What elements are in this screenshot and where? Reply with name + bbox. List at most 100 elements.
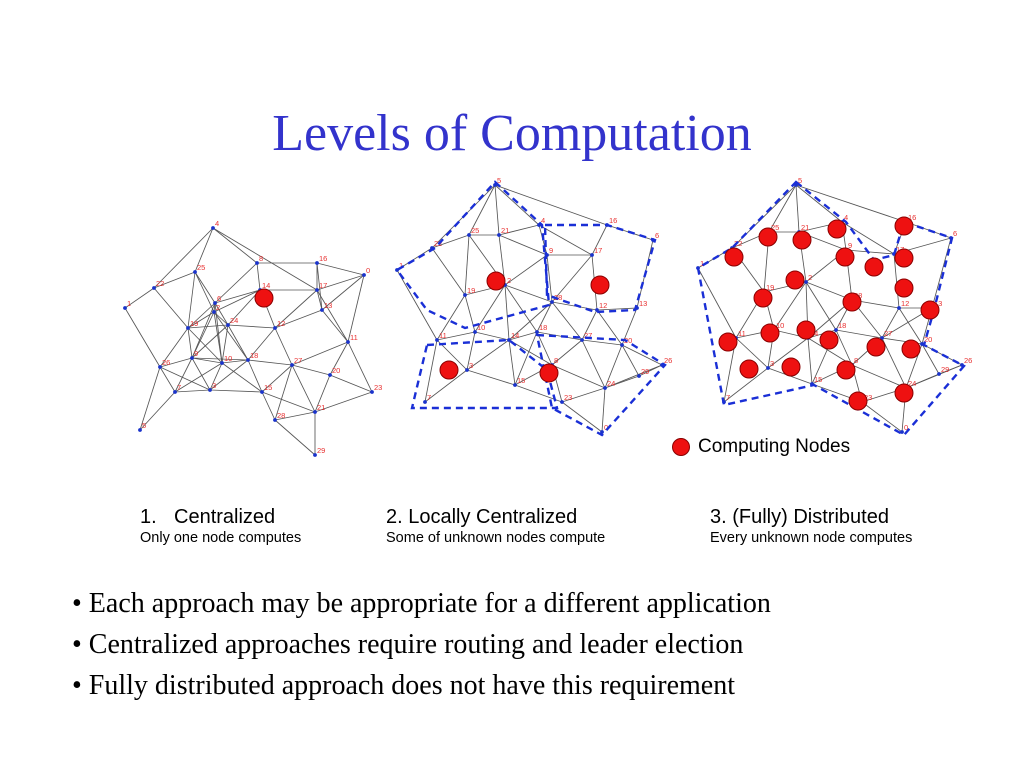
network-edge — [261, 364, 293, 393]
cluster-boundary — [535, 333, 667, 437]
network-edge — [807, 337, 813, 385]
network-edge — [581, 339, 606, 389]
node-id-label: 14 — [262, 281, 270, 290]
caption-centralized-description: Only one node computes — [140, 530, 302, 546]
computing-node — [835, 247, 855, 267]
cluster-boundary — [410, 338, 559, 410]
network-edge — [591, 224, 608, 256]
network-edge — [424, 369, 468, 403]
network-edge — [551, 254, 593, 303]
network-edge — [159, 366, 176, 393]
network-edge — [321, 274, 365, 311]
node-id-label: 1 — [399, 261, 403, 270]
sensor-node — [220, 361, 224, 365]
network-edge — [212, 227, 318, 291]
node-id-label: 9 — [848, 241, 852, 250]
network-edge — [807, 337, 853, 366]
node-id-label: 19 — [467, 286, 475, 295]
network-edge — [835, 329, 853, 366]
node-id-label: 0 — [604, 423, 608, 432]
network-edge — [508, 301, 553, 341]
node-id-label: 6 — [655, 231, 659, 240]
node-id-label: 25 — [197, 263, 205, 272]
node-id-label: 23 — [864, 393, 872, 402]
node-id-label: 20 — [332, 366, 340, 375]
node-id-label: 15 — [814, 375, 822, 384]
network-edge — [898, 307, 923, 345]
cluster-boundary — [543, 223, 657, 314]
network-edge — [213, 311, 223, 364]
network-edge — [596, 307, 638, 311]
bullet-item: • Each approach may be appropriate for a… — [72, 588, 771, 619]
network-edge — [153, 287, 189, 329]
bullet-list: • Each approach may be appropriate for a… — [72, 583, 771, 706]
computing-node — [901, 339, 921, 359]
sensor-node — [190, 356, 194, 360]
network-edge — [174, 362, 223, 393]
network-edge — [861, 401, 903, 433]
network-edge — [561, 401, 603, 433]
node-id-label: 11 — [350, 333, 358, 342]
network-edge — [795, 184, 907, 223]
computing-node — [486, 271, 506, 291]
network-edge — [431, 247, 466, 296]
sensor-node — [362, 273, 366, 277]
sensor-node — [590, 253, 594, 257]
network-edge — [221, 362, 263, 393]
sensor-node — [246, 358, 250, 362]
node-id-label: 2 — [507, 276, 511, 285]
network-edge — [191, 357, 211, 391]
node-id-label: 27 — [294, 356, 302, 365]
network-edge — [209, 389, 263, 393]
node-id-label: 11 — [738, 329, 746, 338]
node-id-label: 4 — [215, 219, 219, 228]
network-edge — [638, 364, 663, 377]
node-id-label: 25 — [471, 226, 479, 235]
node-id-label: 18 — [250, 351, 258, 360]
sensor-node — [550, 300, 554, 304]
network-edge — [209, 359, 249, 391]
sensor-node — [226, 323, 230, 327]
network-edge — [212, 227, 258, 264]
network-edge — [221, 359, 249, 364]
node-id-label: 12 — [901, 299, 909, 308]
network-edge — [795, 184, 843, 223]
caption-centralized-name: Centralized — [174, 506, 276, 528]
computing-node — [739, 359, 759, 379]
node-id-label: 0 — [366, 266, 370, 275]
network-edge — [247, 359, 263, 393]
node-id-label: 22 — [734, 239, 742, 248]
node-id-label: 17 — [594, 246, 602, 255]
node-id-label: 24 — [607, 379, 615, 388]
network-edge — [474, 284, 506, 333]
sensor-node — [603, 386, 607, 390]
node-id-label: 21 — [801, 223, 809, 232]
clusters — [696, 180, 966, 437]
edges — [124, 227, 373, 456]
network-edge — [209, 362, 223, 391]
node-id-label: 16 — [319, 254, 327, 263]
node-id-label: 10 — [776, 321, 784, 330]
network-edge — [551, 364, 606, 389]
network-edge — [551, 339, 583, 366]
network-edge — [274, 419, 316, 456]
node-id-label: 0 — [904, 423, 908, 432]
network-edge — [159, 357, 193, 368]
sensor-node — [158, 365, 162, 369]
node-id-label: 4 — [844, 213, 848, 222]
fully-distributed-network-diagram: 5416622251219171922812131110141827202673… — [696, 176, 972, 437]
network-edge — [187, 302, 216, 329]
network-edge — [604, 344, 623, 389]
legend: Computing Nodes — [672, 436, 850, 458]
network-edge — [504, 284, 510, 341]
node-id-label: 8 — [259, 254, 263, 263]
node-id-label: 4 — [541, 216, 545, 225]
network-edge — [805, 281, 837, 331]
sensor-node — [465, 368, 469, 372]
network-edge — [504, 284, 538, 333]
node-id-label: 26 — [964, 356, 972, 365]
sensor-node — [212, 310, 216, 314]
node-id-label: 5 — [497, 176, 501, 185]
caption-locally-centralized: 2. Locally Centralized Some of unknown n… — [386, 505, 605, 547]
